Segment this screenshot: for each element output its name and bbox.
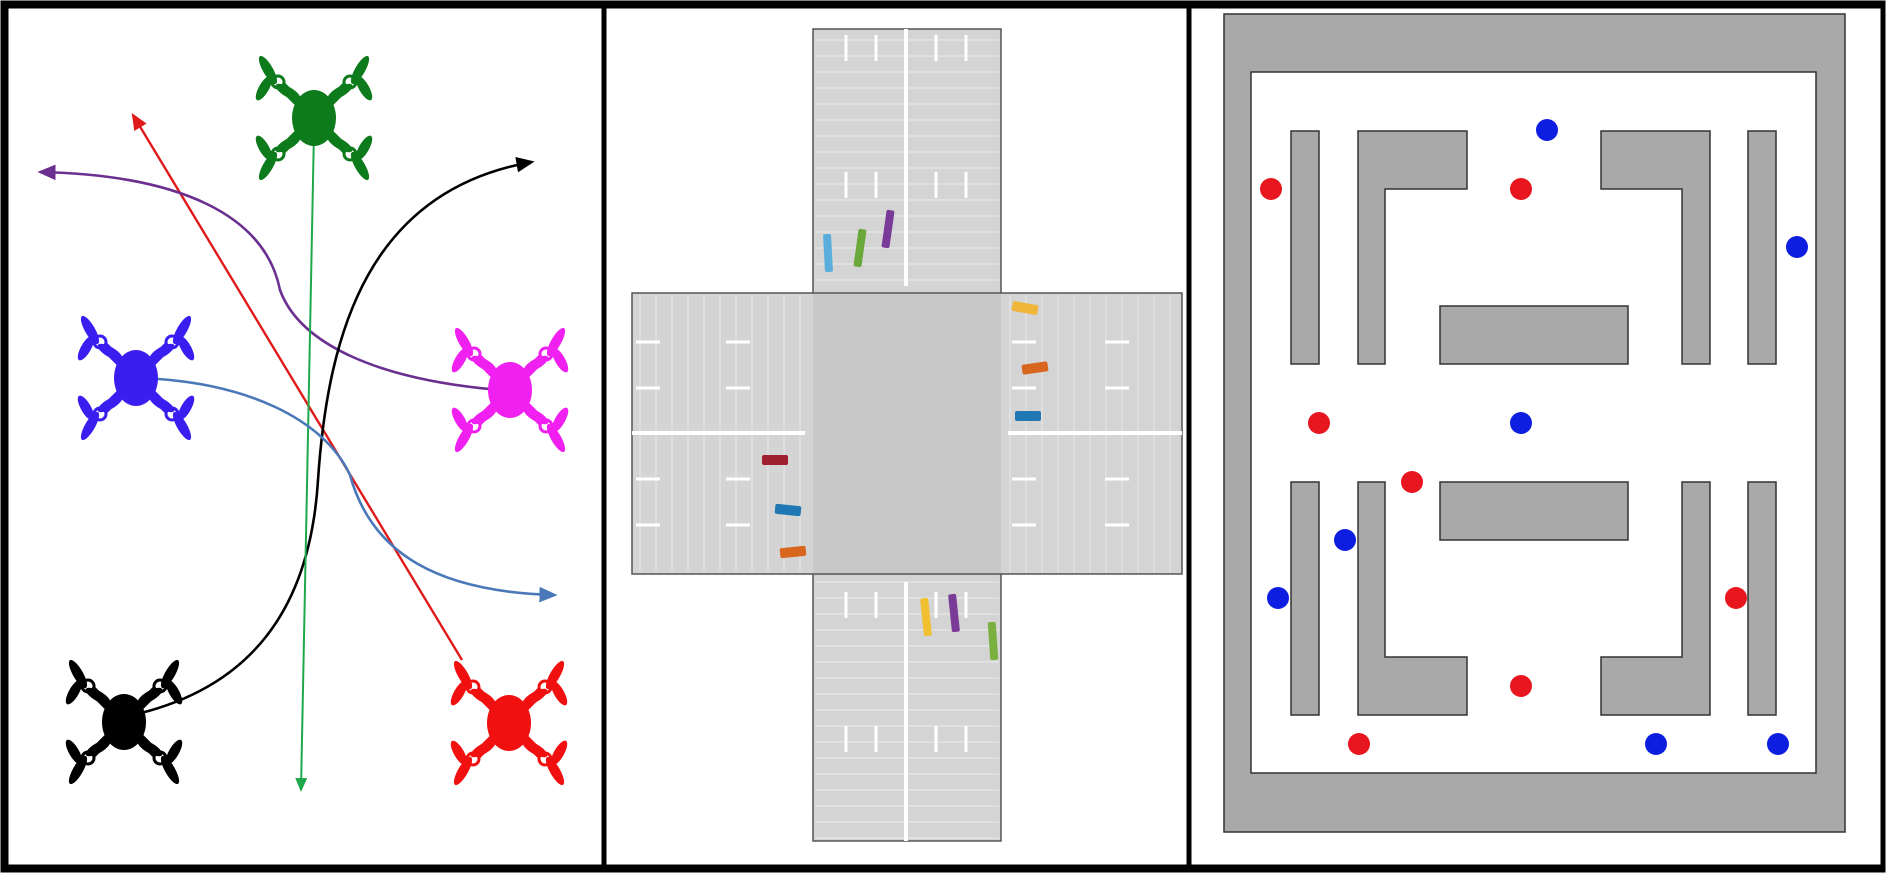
obstacle-right-bottom-bar (1747, 481, 1777, 716)
red-agent-5 (1725, 587, 1747, 609)
vehicle-purple (881, 209, 895, 249)
vehicle-blue (1015, 411, 1041, 421)
blue-agent-1 (1536, 119, 1558, 141)
obstacle-left-bottom-bar (1290, 481, 1320, 716)
obstacle-upper-center-bar (1439, 305, 1629, 365)
vehicle-light-blue (823, 233, 833, 273)
red-trajectory (131, 112, 464, 661)
blue-agent-4 (1334, 529, 1356, 551)
red-agent-3 (1308, 412, 1330, 434)
red-agent-2 (1510, 178, 1532, 200)
vehicle-yellow-2 (920, 597, 932, 637)
steelblue-trajectory (134, 376, 558, 603)
red-agent-1 (1260, 178, 1282, 200)
blue-agent-3 (1510, 412, 1532, 434)
red-agent-4 (1401, 471, 1423, 493)
obstacle-right-top-bar (1747, 130, 1777, 365)
blue-agent-7 (1767, 733, 1789, 755)
obstacle-lower-center-bar (1439, 481, 1629, 541)
vehicle-orange-2 (779, 545, 807, 559)
blue-agent-6 (1645, 733, 1667, 755)
vehicle-yellow (1011, 301, 1039, 315)
multi-agent-grid-panel (1186, 3, 1886, 870)
obstacle-bottom-left-l (1357, 481, 1468, 716)
vehicle-green-2 (987, 621, 999, 661)
intersection-center (813, 294, 1001, 573)
blue-agent-5 (1267, 587, 1289, 609)
green-trajectory (295, 129, 315, 792)
traffic-intersection-panel (601, 3, 1192, 870)
obstacle-top-left-l (1357, 130, 1468, 365)
black-trajectory (127, 156, 535, 718)
vehicle-green (853, 228, 867, 268)
obstacle-top-right-l (1600, 130, 1711, 365)
red-agent-6 (1510, 675, 1532, 697)
lane-dashes (636, 35, 1129, 752)
obstacle-left-top-bar (1290, 130, 1320, 365)
vehicle-maroon (762, 455, 788, 465)
blue-agent-2 (1786, 236, 1808, 258)
red-agent-7 (1348, 733, 1370, 755)
obstacle-bottom-right-l (1600, 481, 1711, 716)
vehicle-blue-2 (774, 503, 802, 517)
vehicle-purple-2 (948, 593, 960, 633)
drone-swarm-panel (3, 3, 607, 870)
vehicle-orange (1021, 361, 1049, 375)
outer-wall (1223, 13, 1846, 833)
purple-trajectory (37, 164, 501, 392)
